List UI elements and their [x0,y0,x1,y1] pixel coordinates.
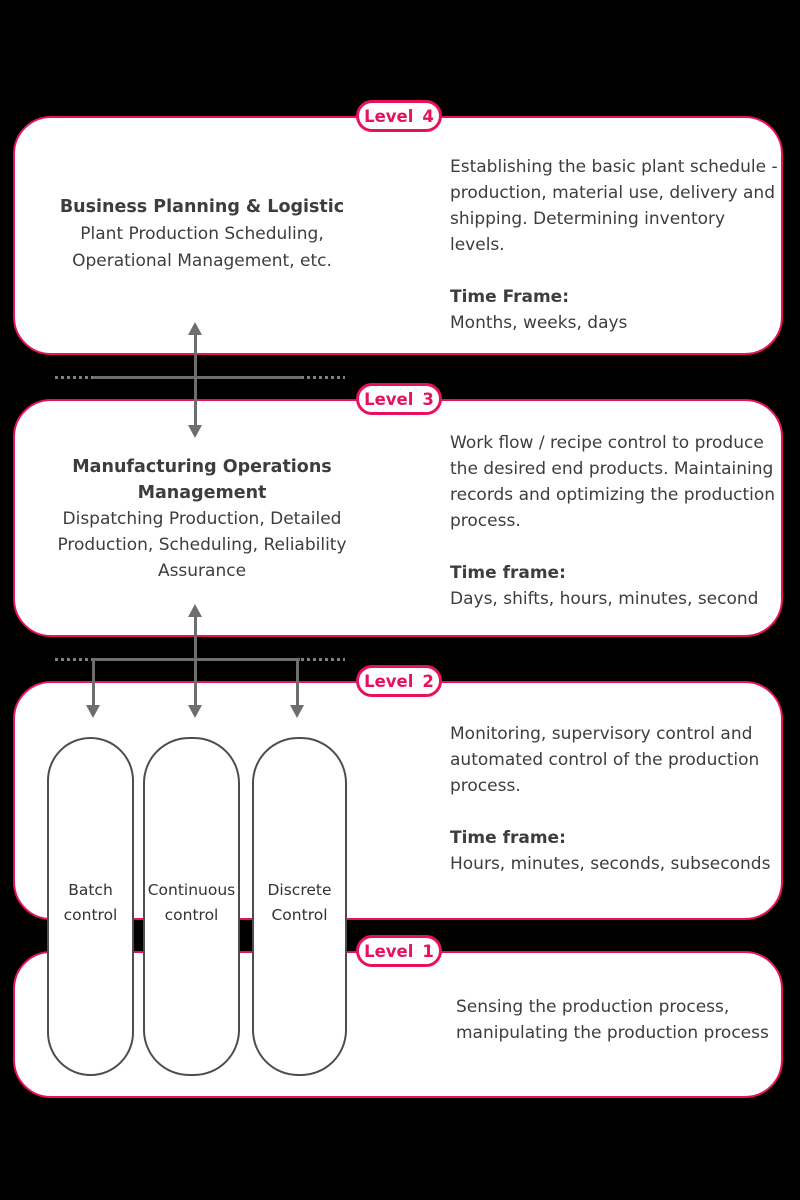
badge-label: Level [364,106,414,126]
desc-line: records and optimizing the production [450,485,776,505]
pill-continuous-control: Continuous control [143,737,240,1076]
pill-label-line: Discrete [267,881,332,899]
badge-number: 2 [422,671,434,691]
badge-label: Level [364,941,414,961]
arrow-down-icon [188,705,202,718]
arrow-up-icon [188,322,202,335]
level-3-left-line: Production, Scheduling, Reliability [57,535,347,555]
vertical-connector-line [296,658,299,707]
desc-line: process. [450,776,521,796]
time-frame-value: Hours, minutes, seconds, subseconds [450,854,771,874]
spacer [450,799,785,825]
badge-number: 1 [422,941,434,961]
desc-line: manipulating the production process [456,1023,769,1043]
desc-line: Work flow / recipe control to produce [450,433,764,453]
time-frame-value: Months, weeks, days [450,313,628,333]
time-frame-value: Days, shifts, hours, minutes, second [450,589,759,609]
level-4-box: Level 4 Business Planning & Logistic Pla… [13,100,785,355]
desc-line: Establishing the basic plant schedule - [450,157,778,177]
desc-line: Monitoring, supervisory control and [450,724,753,744]
badge-number: 4 [422,106,434,126]
level-3-badge: Level 3 [356,383,442,415]
horizontal-connector-line [93,376,302,379]
time-frame-label: Time frame: [450,828,566,848]
arrow-up-icon [188,604,202,617]
pill-label: Continuous control [141,878,242,927]
level-3-left-line: Dispatching Production, Detailed [62,509,342,529]
desc-line: process. [450,511,521,531]
level-1-right-column: Sensing the production process, manipula… [456,994,791,1046]
level-3-title-line: Manufacturing Operations [72,457,332,477]
pill-label: Batch control [45,878,136,927]
level-4-left-line: Operational Management, etc. [72,251,332,271]
spacer [450,534,785,560]
level-1-badge: Level 1 [356,935,442,967]
vertical-connector-line [194,333,197,426]
vertical-connector-line [92,658,95,707]
pill-label: Discrete Control [250,878,349,927]
spacer [450,258,785,284]
level-4-left-column: Business Planning & Logistic Plant Produ… [23,194,381,275]
desc-line: production, material use, delivery and [450,183,776,203]
level-3-left-column: Manufacturing Operations Management Disp… [23,454,381,584]
arrow-down-icon [290,705,304,718]
time-frame-label: Time frame: [450,563,566,583]
desc-line: automated control of the production [450,750,760,770]
pill-label-line: Batch [68,881,113,899]
level-4-badge: Level 4 [356,100,442,132]
arrow-down-icon [188,425,202,438]
desc-line: shipping. Determining inventory levels. [450,209,726,255]
level-3-box: Level 3 Manufacturing Operations Managem… [13,383,785,637]
vertical-connector-line [194,615,197,707]
badge-number: 3 [422,389,434,409]
level-1-box: Level 1 Sensing the production process, … [13,935,783,1098]
pill-discrete-control: Discrete Control [252,737,347,1076]
level-3-title-line: Management [137,483,267,503]
level-3-right-column: Work flow / recipe control to produce th… [450,430,785,612]
level-2-box: Level 2 Monitoring, supervisory control … [13,665,785,920]
level-4-right-column: Establishing the basic plant schedule - … [450,154,785,336]
level-4-left-line: Plant Production Scheduling, [80,224,324,244]
badge-label: Level [364,389,414,409]
badge-label: Level [364,671,414,691]
level-2-right-column: Monitoring, supervisory control and auto… [450,721,785,877]
pill-batch-control: Batch control [47,737,134,1076]
pill-label-line: Control [271,905,328,924]
pill-label-line: Continuous [147,881,236,899]
pill-label-line: control [164,905,219,924]
desc-line: Sensing the production process, [456,997,730,1017]
level-2-badge: Level 2 [356,665,442,697]
level-3-left-line: Assurance [157,561,247,581]
arrow-down-icon [86,705,100,718]
time-frame-label: Time Frame: [450,287,570,307]
desc-line: the desired end products. Maintaining [450,459,774,479]
level-4-title: Business Planning & Logistic [59,197,345,217]
pill-label-line: control [63,905,118,924]
